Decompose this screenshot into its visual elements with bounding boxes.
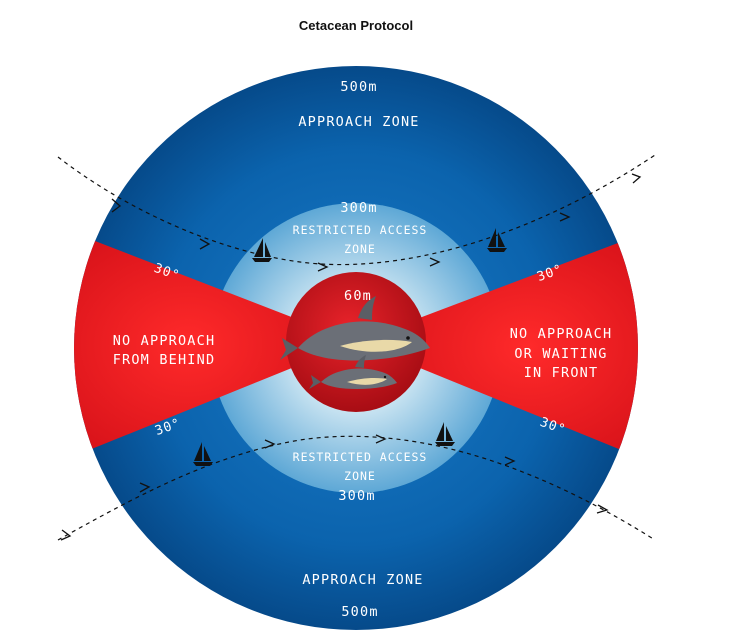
no-approach-front-line2: OR WAITING (514, 346, 607, 362)
approach-zone-top-label: APPROACH ZONE (298, 114, 419, 130)
restricted-zone-top-distance: 300m (340, 200, 377, 216)
no-approach-behind-line2: FROM BEHIND (113, 352, 216, 368)
approach-zone-top-distance: 500m (340, 79, 377, 95)
approach-zone-bottom-label: APPROACH ZONE (302, 572, 423, 588)
restricted-zone-bottom-distance: 300m (338, 488, 375, 504)
route-arrow-icon (632, 174, 640, 183)
restricted-zone-bottom-label-line2: ZONE (344, 469, 376, 483)
inner-zone-distance: 60m (344, 288, 372, 304)
no-approach-behind-line1: NO APPROACH (113, 333, 216, 349)
route-arrow-icon (61, 530, 70, 540)
approach-zone-bottom-distance: 500m (341, 604, 378, 620)
restricted-zone-bottom-label-line1: RESTRICTED ACCESS (293, 450, 428, 464)
no-approach-front-line1: NO APPROACH (510, 326, 613, 342)
restricted-zone-top-label-line2: ZONE (344, 242, 376, 256)
restricted-zone-top-label-line1: RESTRICTED ACCESS (293, 223, 428, 237)
no-approach-front-line3: IN FRONT (524, 365, 599, 381)
